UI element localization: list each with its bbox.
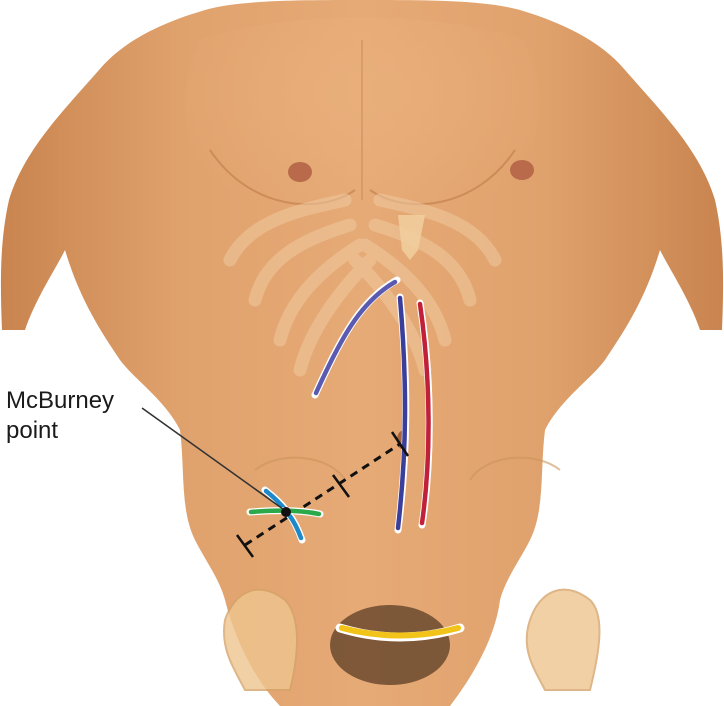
mcburney-label-line1: McBurney	[6, 386, 114, 415]
mcburney-label-line2: point	[6, 416, 58, 445]
pubic-hair	[330, 605, 450, 685]
nipple-left	[510, 160, 534, 180]
nipple-right	[288, 162, 312, 182]
